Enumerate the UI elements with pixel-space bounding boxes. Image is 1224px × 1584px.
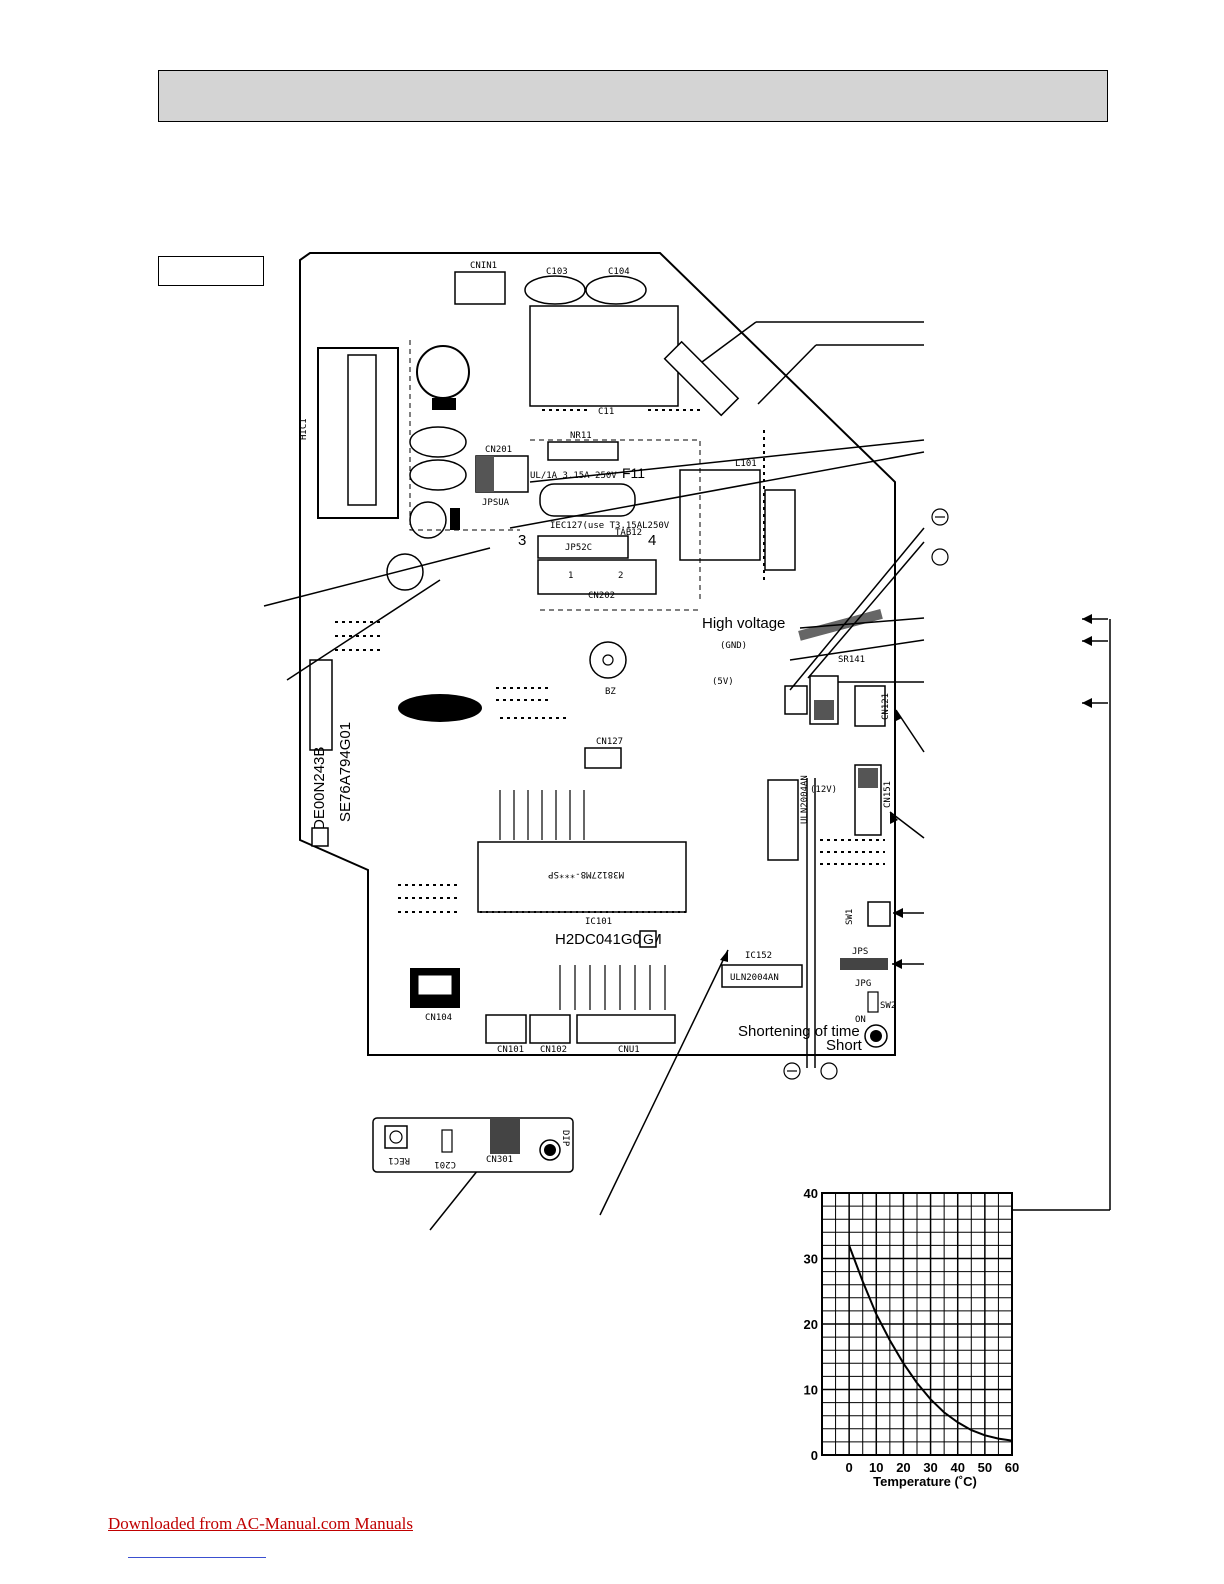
board-code: SE76A794G01 <box>337 722 354 822</box>
svg-text:UL/1A 3.15A 250V: UL/1A 3.15A 250V <box>530 471 617 481</box>
svg-text:(5V): (5V) <box>712 677 734 687</box>
svg-text:JPS: JPS <box>852 947 868 957</box>
svg-text:NR11: NR11 <box>570 431 592 441</box>
y-tick-label: 40 <box>804 1186 818 1201</box>
svg-text:1: 1 <box>568 571 573 581</box>
svg-text:IEC127(use T3.15AL250V: IEC127(use T3.15AL250V <box>550 521 670 531</box>
x-tick-label: 20 <box>896 1460 910 1475</box>
sub-board <box>372 1117 574 1173</box>
y-tick-label: 30 <box>804 1252 818 1267</box>
hic1-block <box>317 347 399 519</box>
x-tick-label: 50 <box>978 1460 992 1475</box>
svg-text:F11: F11 <box>622 465 645 481</box>
svg-text:JPG: JPG <box>855 979 871 989</box>
svg-text:JP52C: JP52C <box>565 543 592 553</box>
shortening-label: Shortening of time <box>738 1023 860 1040</box>
y-tick-label: 20 <box>804 1317 818 1332</box>
svg-text:CN301: CN301 <box>486 1155 513 1165</box>
short-label: Short <box>826 1037 863 1054</box>
svg-text:C103: C103 <box>546 267 568 277</box>
svg-text:CN151: CN151 <box>883 781 893 808</box>
svg-text:M38127M8-***SP: M38127M8-***SP <box>548 869 624 879</box>
svg-text:C11: C11 <box>598 407 614 417</box>
svg-text:SR141: SR141 <box>838 655 865 665</box>
x-tick-label: 60 <box>1005 1460 1019 1475</box>
svg-text:2: 2 <box>618 571 623 581</box>
svg-text:BZ: BZ <box>605 687 616 697</box>
x-tick-label: 0 <box>846 1460 853 1475</box>
y-tick-label: 0 <box>811 1448 818 1463</box>
x-axis-label: Temperature (˚C) <box>873 1474 977 1489</box>
svg-text:(GND): (GND) <box>720 641 747 651</box>
black-component <box>398 694 482 722</box>
svg-text:G: G <box>643 931 654 947</box>
svg-text:L101: L101 <box>735 459 757 469</box>
svg-text:CN101: CN101 <box>497 1045 524 1055</box>
resistor-rows <box>499 790 666 1010</box>
jps-jumper <box>840 958 888 970</box>
svg-text:DIP: DIP <box>560 1130 570 1147</box>
svg-text:CN201: CN201 <box>485 445 512 455</box>
hic1-label: HIC1 <box>299 418 309 440</box>
high-voltage-label: High voltage <box>702 615 785 632</box>
svg-text:ULN2004AN: ULN2004AN <box>800 775 810 824</box>
svg-text:REC1: REC1 <box>388 1155 410 1165</box>
part-number: DE00N243B <box>311 747 328 830</box>
svg-text:CNIN1: CNIN1 <box>470 261 497 271</box>
footer-underline <box>128 1557 266 1558</box>
svg-text:3: 3 <box>518 532 526 549</box>
series-line <box>848 1245 1013 1442</box>
svg-text:JPSUA: JPSUA <box>482 498 510 508</box>
svg-text:C104: C104 <box>608 267 630 277</box>
x-tick-label: 40 <box>950 1460 964 1475</box>
y-tick-label: 10 <box>804 1383 818 1398</box>
svg-text:IC101: IC101 <box>585 917 612 927</box>
x-tick-label: 10 <box>869 1460 883 1475</box>
svg-text:SW1: SW1 <box>845 909 855 925</box>
svg-text:4: 4 <box>648 532 656 549</box>
svg-text:TAB12: TAB12 <box>615 528 642 538</box>
svg-text:IC152: IC152 <box>745 951 772 961</box>
capacitor-c111 <box>416 345 470 399</box>
svg-text:ULN2004AN: ULN2004AN <box>730 973 779 983</box>
svg-text:CN127: CN127 <box>596 737 623 747</box>
chip-marking: H2DC041G08M <box>555 931 662 948</box>
svg-text:C201: C201 <box>434 1159 456 1169</box>
svg-text:CN121: CN121 <box>881 693 891 720</box>
svg-text:ON: ON <box>855 1015 866 1025</box>
svg-text:CN202: CN202 <box>588 591 615 601</box>
cnin1-connector <box>454 271 506 305</box>
figure-label-box <box>158 256 264 286</box>
svg-text:CN104: CN104 <box>425 1013 452 1023</box>
l101-inductor <box>679 469 761 561</box>
footer-download-link[interactable]: Downloaded from AC-Manual.com Manuals <box>108 1514 413 1533</box>
mcu-ic101 <box>477 841 687 913</box>
section-header-bar <box>158 70 1108 122</box>
x-tick-label: 30 <box>923 1460 937 1475</box>
trace-rows <box>335 409 885 913</box>
svg-text:CN102: CN102 <box>540 1045 567 1055</box>
svg-text:SW2: SW2 <box>880 1001 896 1011</box>
svg-text:CNU1: CNU1 <box>618 1045 640 1055</box>
svg-text:(12V): (12V) <box>810 785 837 795</box>
